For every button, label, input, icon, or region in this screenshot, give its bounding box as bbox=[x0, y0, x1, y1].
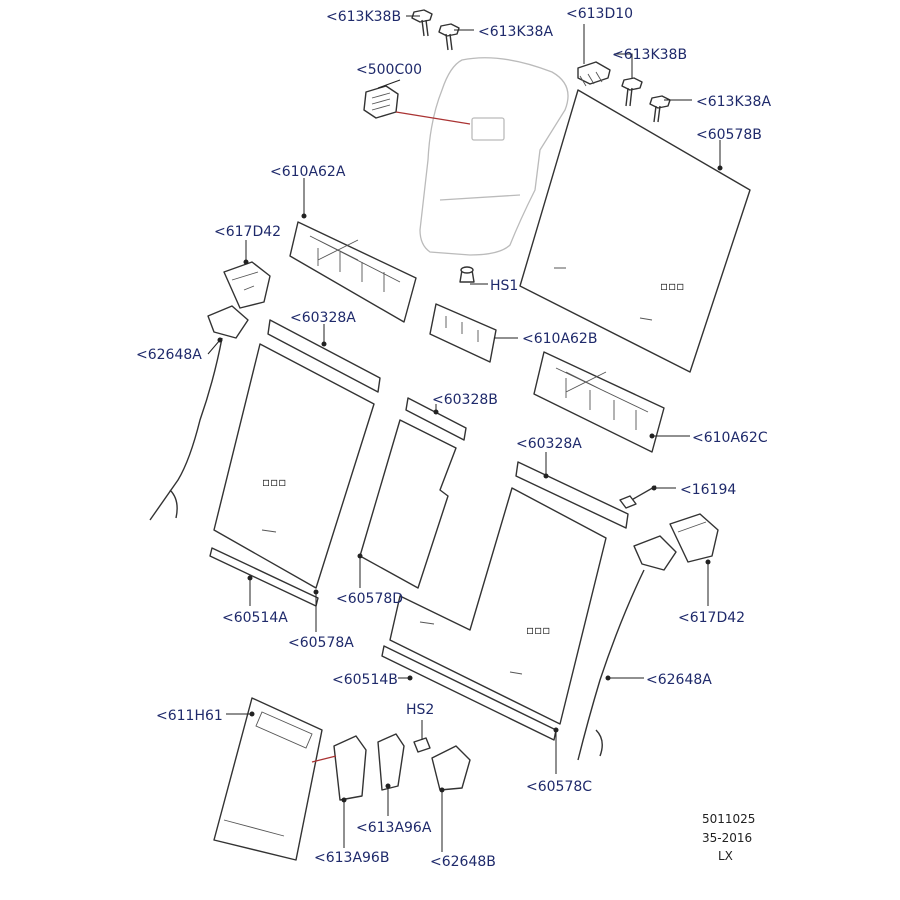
label-617d42-left: <617D42 bbox=[214, 224, 281, 240]
label-hs1: HS1 bbox=[490, 278, 518, 294]
latch-62648a-right bbox=[577, 535, 677, 761]
bracket-610a62b bbox=[429, 303, 497, 363]
panel-60578b: ▫▫▫ bbox=[519, 89, 751, 373]
label-60328b: <60328B bbox=[432, 392, 498, 408]
label-60328a-top: <60328A bbox=[290, 310, 356, 326]
bolt-613k38a-top bbox=[438, 23, 460, 51]
label-60514b: <60514B bbox=[332, 672, 398, 688]
panel-60578d bbox=[359, 419, 457, 589]
reference-line-3: LX bbox=[718, 849, 733, 863]
svg-text:▫▫▫: ▫▫▫ bbox=[660, 279, 684, 293]
label-60578d: <60578D bbox=[336, 591, 403, 607]
trim-613a96a bbox=[377, 733, 405, 791]
guide-500c00 bbox=[363, 85, 399, 119]
label-500c00: <500C00 bbox=[356, 62, 422, 78]
label-613k38b-right: <613K38B bbox=[612, 47, 687, 63]
label-62648a-left: <62648A bbox=[136, 347, 202, 363]
label-611h61: <611H61 bbox=[156, 708, 223, 724]
rail-60328a-top bbox=[267, 319, 381, 393]
clip-613d10 bbox=[577, 61, 611, 87]
bolt-613k38b-right bbox=[621, 77, 643, 107]
label-60578c: <60578C bbox=[526, 779, 592, 795]
panel-60578c: ▫▫▫ bbox=[389, 487, 607, 725]
bolt-613k38b-top bbox=[411, 9, 433, 37]
fastener-16194 bbox=[619, 485, 657, 509]
svg-text:▫▫▫: ▫▫▫ bbox=[526, 623, 550, 637]
rail-60328b bbox=[405, 397, 467, 441]
headrest-outline bbox=[419, 57, 569, 256]
strip-60514b bbox=[381, 645, 557, 741]
label-617d42-right: <617D42 bbox=[678, 610, 745, 626]
bracket-617d42-left bbox=[223, 261, 271, 309]
label-62648a-right: <62648A bbox=[646, 672, 712, 688]
bracket-617d42-right bbox=[669, 513, 719, 563]
callout-labels: <613K38B <613K38A <613D10 <613K38B <500C… bbox=[136, 6, 771, 870]
label-60578a: <60578A bbox=[288, 635, 354, 651]
label-613k38a-top: <613K38A bbox=[478, 24, 553, 40]
reference-block: 5011025 35-2016 LX bbox=[702, 812, 755, 863]
label-613k38b-top: <613K38B bbox=[326, 9, 401, 25]
label-613a96a: <613A96A bbox=[356, 820, 432, 836]
bracket-610a62a bbox=[289, 221, 417, 323]
bolt-613k38a-right bbox=[649, 95, 671, 123]
label-610a62b: <610A62B bbox=[522, 331, 597, 347]
label-60578b: <60578B bbox=[696, 127, 762, 143]
latch-62648a-left bbox=[149, 305, 249, 521]
rail-60328a-right bbox=[515, 461, 629, 529]
svg-text:▫▫▫: ▫▫▫ bbox=[262, 475, 286, 489]
leader-lines bbox=[207, 15, 723, 852]
label-60514a: <60514A bbox=[222, 610, 288, 626]
bracket-610a62c bbox=[533, 351, 665, 453]
label-hs2: HS2 bbox=[406, 702, 434, 718]
trim-613a96b bbox=[333, 735, 367, 801]
label-62648b: <62648B bbox=[430, 854, 496, 870]
label-613a96b: <613A96B bbox=[314, 850, 389, 866]
label-60328a-right: <60328A bbox=[516, 436, 582, 452]
reference-line-2: 35-2016 bbox=[702, 831, 752, 845]
label-610a62c: <610A62C bbox=[692, 430, 768, 446]
fastener-hs1 bbox=[459, 266, 475, 283]
cover-611h61 bbox=[213, 697, 323, 861]
reference-line-1: 5011025 bbox=[702, 812, 755, 826]
label-16194: <16194 bbox=[680, 482, 736, 498]
latch-62648b bbox=[413, 737, 471, 791]
label-613k38a-right: <613K38A bbox=[696, 94, 771, 110]
label-610a62a: <610A62A bbox=[270, 164, 346, 180]
panel-60578a: ▫▫▫ bbox=[213, 343, 375, 589]
label-613d10: <613D10 bbox=[566, 6, 633, 22]
